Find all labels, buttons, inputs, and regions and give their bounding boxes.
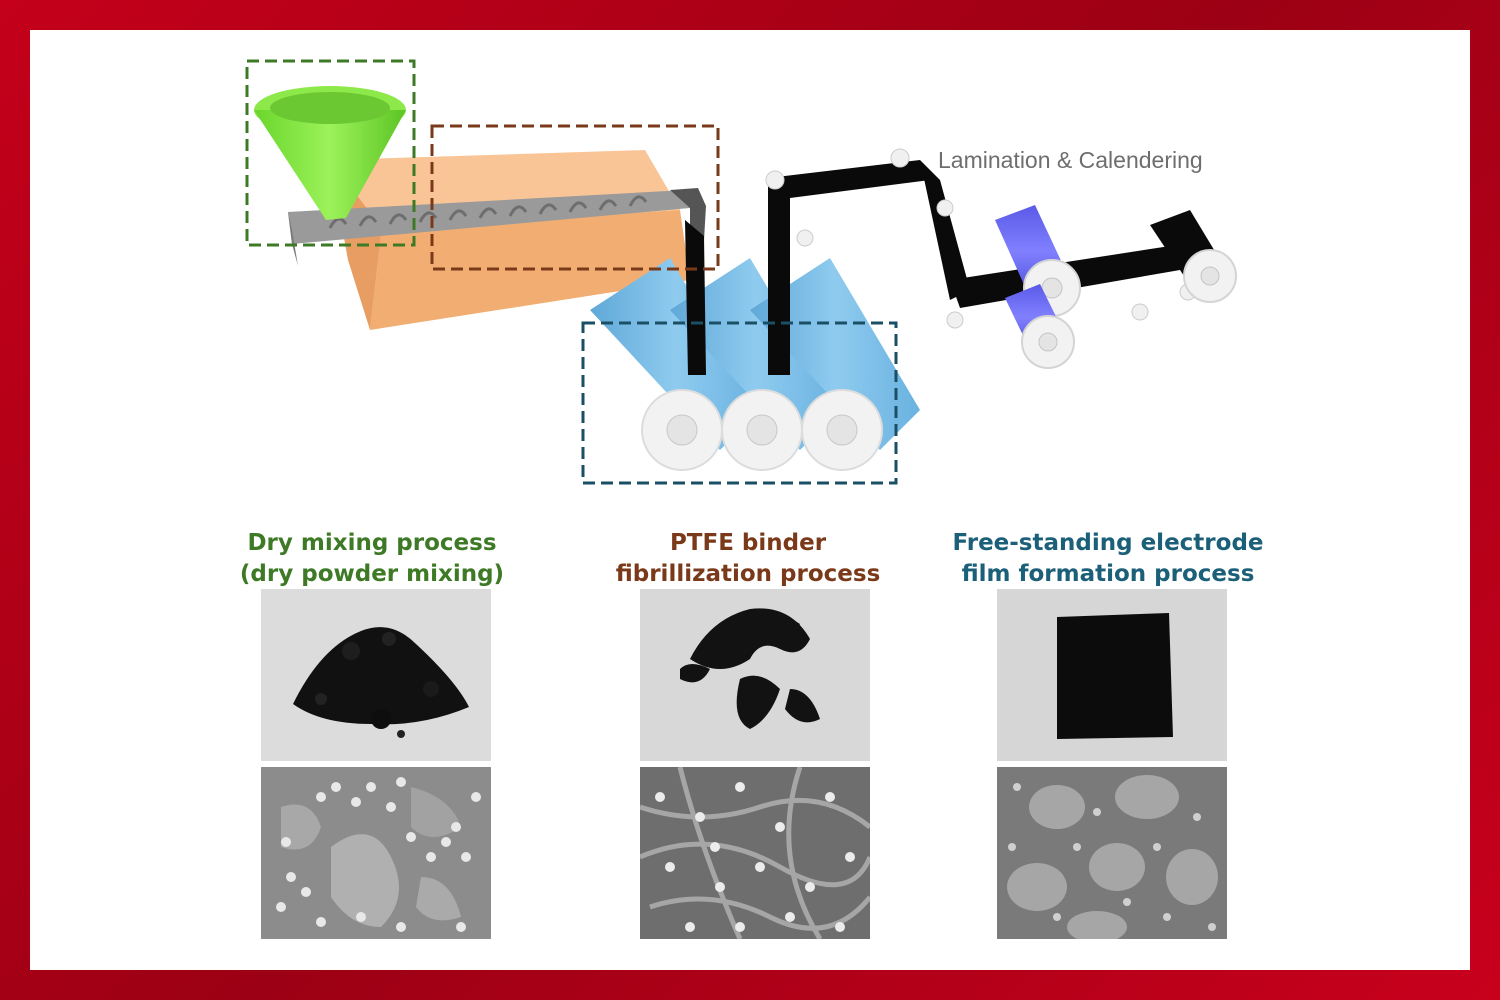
- process-diagram: [245, 59, 1237, 485]
- fibrillization-rollers: [590, 258, 920, 471]
- dry-mixing-caption: Dry mixing process (dry powder mixing): [239, 530, 505, 587]
- hopper: [254, 86, 406, 220]
- dry-mixing-highlight-box: [245, 59, 416, 247]
- ptfe-fibrillization-caption: PTFE binder fibrillization process: [615, 530, 881, 587]
- film-formation-highlight-box: [581, 321, 898, 485]
- figure-frame: Lamination & Calendering Dry mixing proc…: [30, 30, 1470, 970]
- electrode-film-photo: [997, 589, 1227, 761]
- extruder-screw: [288, 188, 706, 266]
- film-formation-caption: Free-standing electrode film formation p…: [952, 530, 1264, 587]
- calender-rollers: [995, 205, 1237, 369]
- electrode-film-sem-image: [997, 767, 1227, 939]
- lamination-calendering-label: Lamination & Calendering: [938, 147, 1203, 173]
- dry-powder-photo: [261, 589, 491, 761]
- electrode-film-strip: [685, 148, 1197, 375]
- fibrillized-binder-sem-image: [640, 767, 870, 939]
- dry-powder-sem-image: [261, 767, 491, 939]
- fibrillized-binder-photo: [640, 589, 870, 761]
